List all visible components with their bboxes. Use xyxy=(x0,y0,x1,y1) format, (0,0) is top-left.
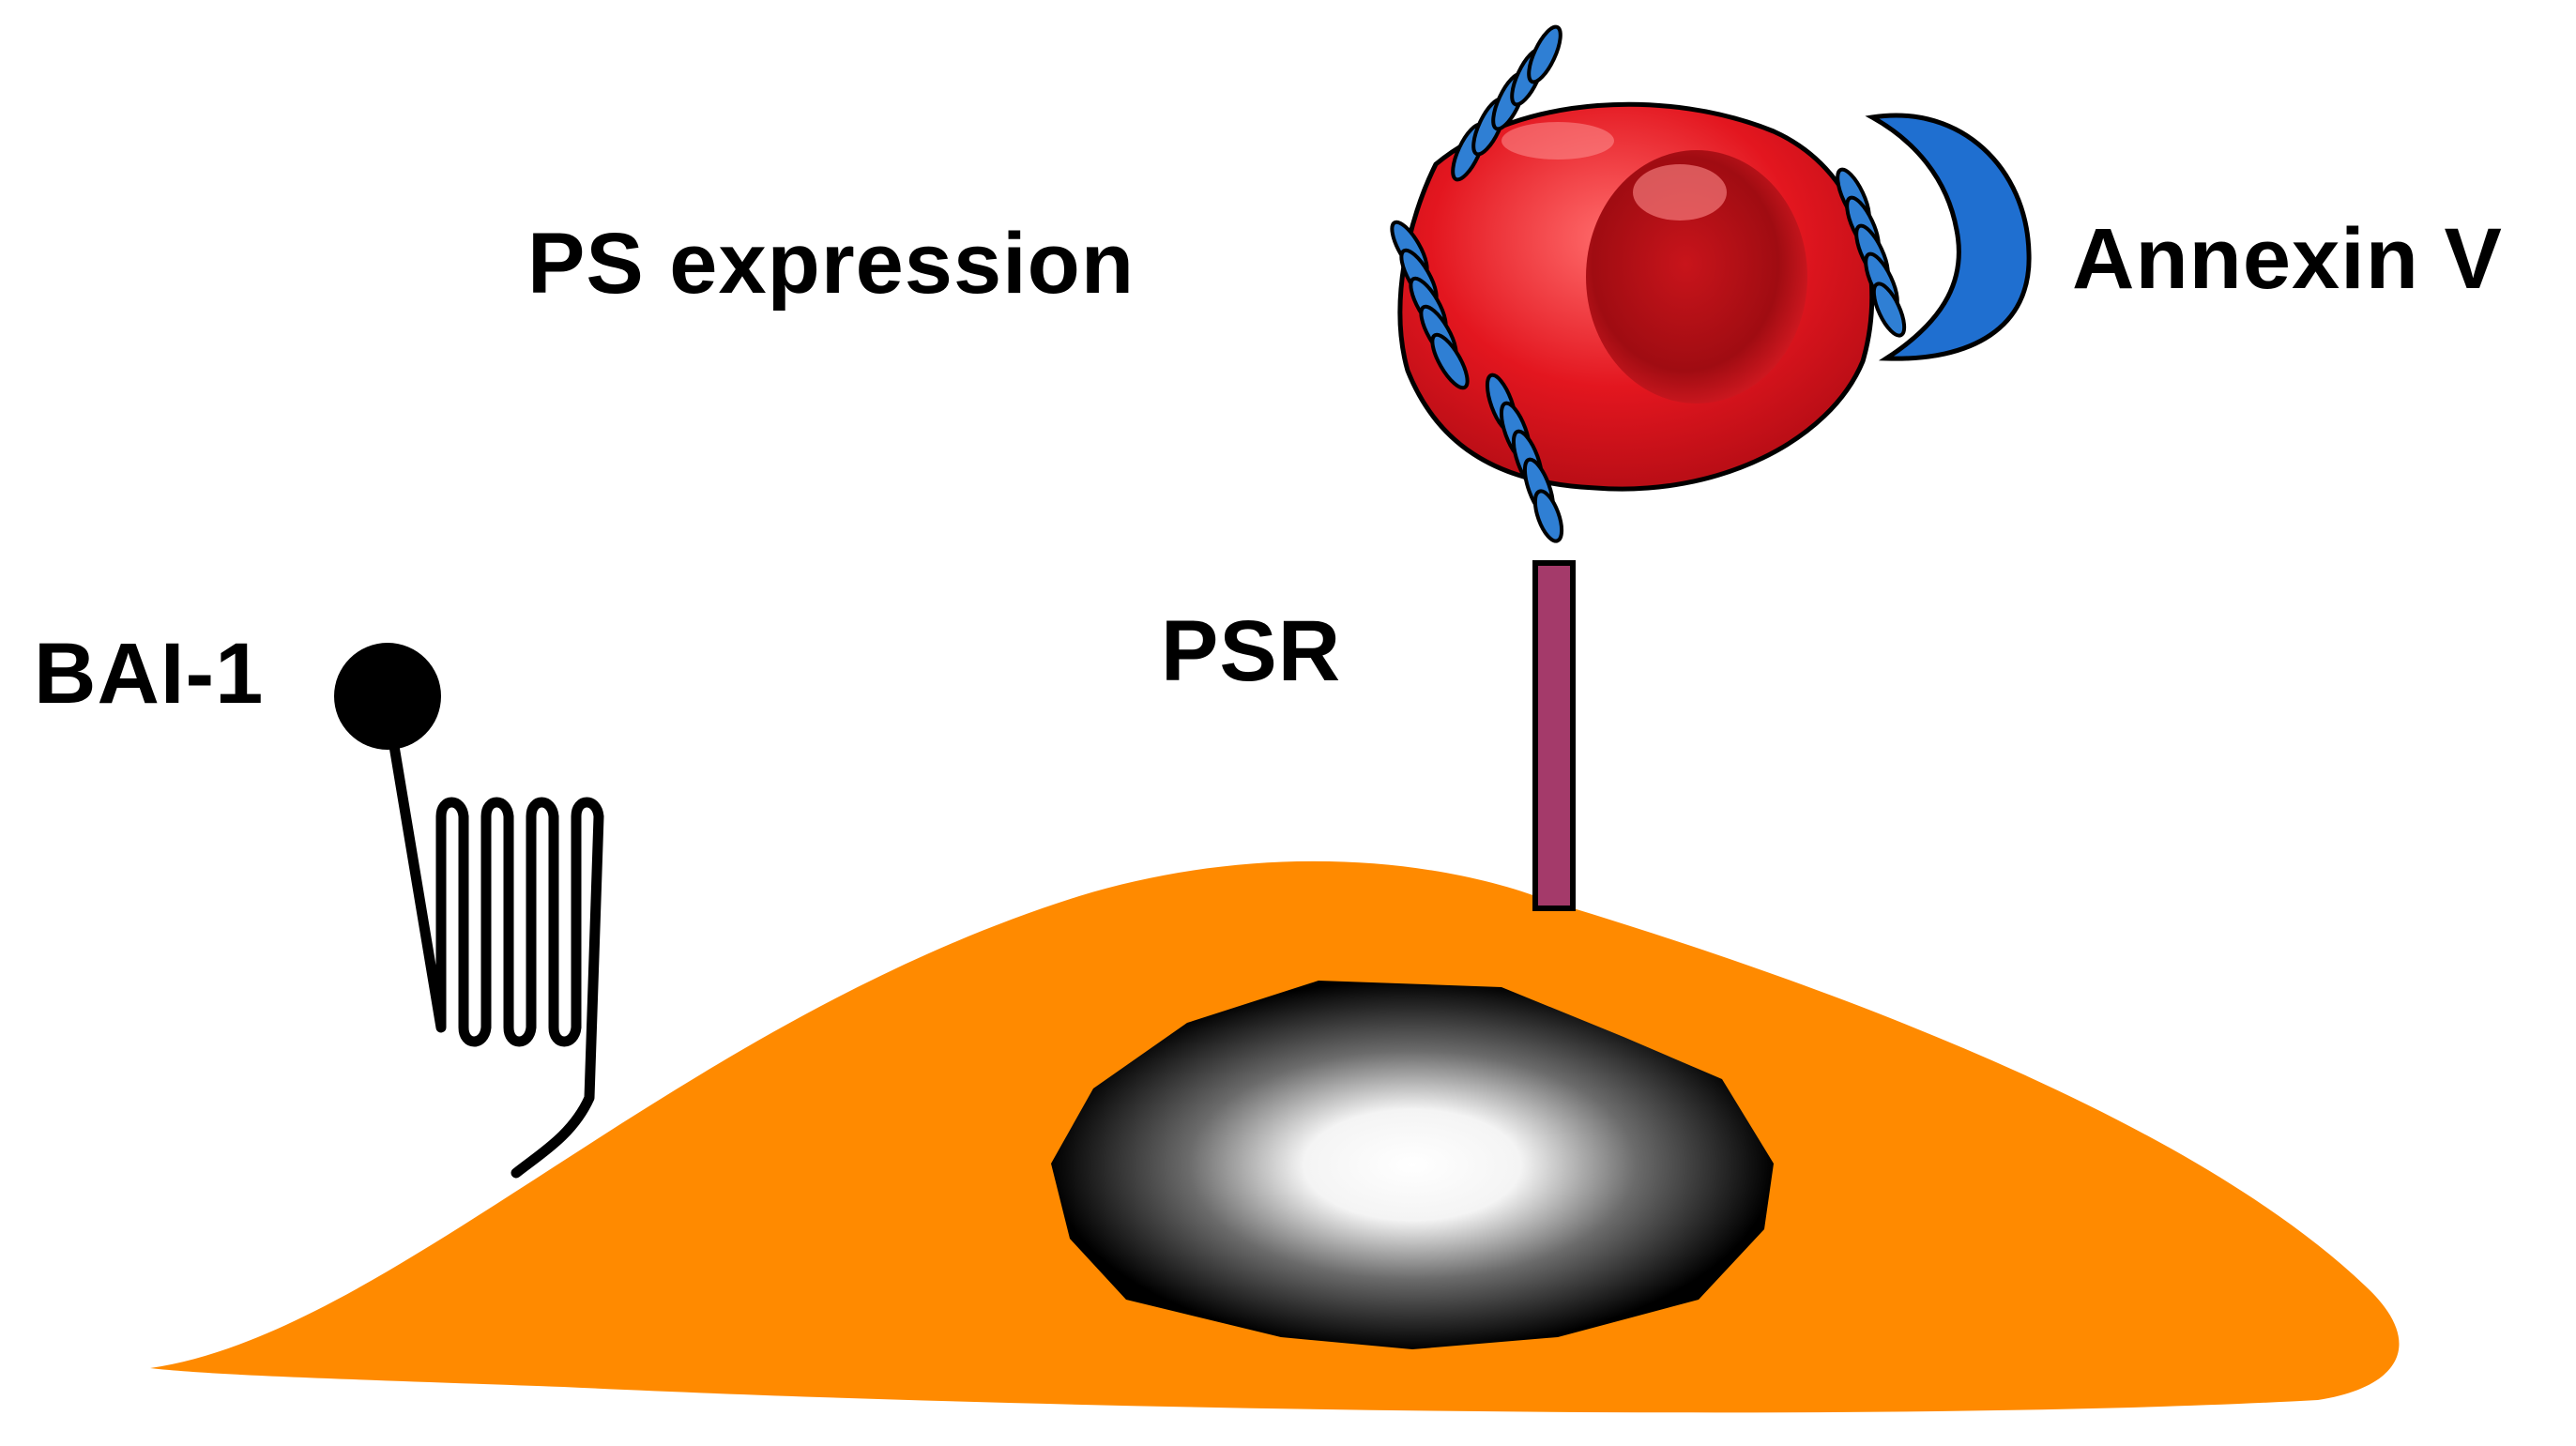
ps-lipid-cluster-bottom xyxy=(1485,373,1564,543)
bai1-coil xyxy=(389,740,604,1179)
annexin-v-label: Annexin V xyxy=(2072,211,2503,307)
bai1-head xyxy=(334,643,441,750)
nucleus xyxy=(1051,981,1774,1349)
ps-lipid-cluster-top xyxy=(1451,24,1562,182)
rbc-dimple xyxy=(1586,150,1807,403)
rbc-rim-highlight xyxy=(1501,122,1614,160)
ps-lipid-cluster-left xyxy=(1390,220,1470,390)
bai1-label: BAI-1 xyxy=(34,626,265,722)
bai1-receptor xyxy=(334,643,604,1179)
ps-expression-label: PS expression xyxy=(527,216,1136,312)
psr-receptor xyxy=(1532,560,1576,911)
red-blood-cell xyxy=(1397,101,1875,492)
annexin-crescent xyxy=(1865,113,2032,361)
rbc-highlight xyxy=(1633,164,1727,221)
ps-lipid-cluster-right xyxy=(1836,167,1907,338)
psr-label: PSR xyxy=(1161,603,1342,699)
